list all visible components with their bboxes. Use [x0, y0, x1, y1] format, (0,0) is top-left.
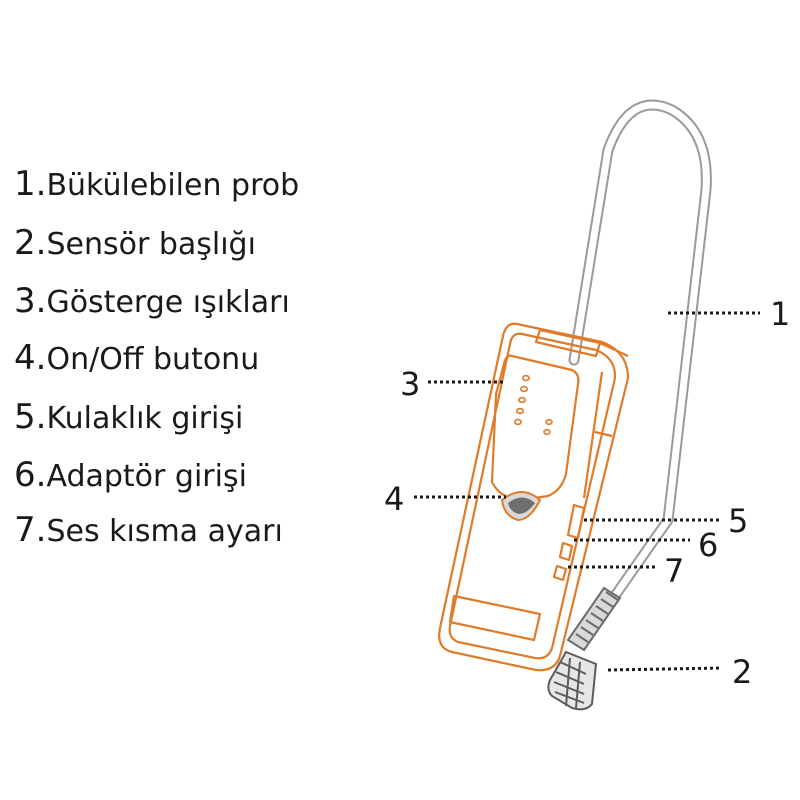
legend-item-7: 7.Ses kısma ayarı — [14, 512, 283, 550]
legend-label: Bükülebilen prob — [46, 168, 300, 203]
legend-label: Sensör başlığı — [46, 227, 256, 262]
legend-item-6: 6.Adaptör girişi — [14, 457, 247, 495]
callout-number-6: 6 — [698, 526, 718, 564]
callout-number-7: 7 — [664, 552, 684, 590]
flexible-probe — [568, 99, 712, 606]
legend-item-4: 4.On/Off butonu — [14, 340, 259, 378]
legend-label: Gösterge ışıkları — [46, 285, 290, 320]
callout-number-3: 3 — [400, 365, 420, 403]
legend-number: 4. — [14, 338, 47, 378]
legend-number: 7. — [14, 510, 47, 550]
callout-number-1: 1 — [770, 295, 790, 333]
indicator-lights — [513, 374, 553, 436]
legend-label: Ses kısma ayarı — [46, 514, 283, 549]
callout-number-5: 5 — [728, 502, 748, 540]
sensor-head — [547, 650, 598, 711]
legend-item-1: 1.Bükülebilen prob — [14, 166, 299, 204]
legend-number: 6. — [14, 455, 47, 495]
callout-number-2: 2 — [732, 653, 752, 691]
power-button — [500, 491, 542, 522]
legend-label: Adaptör girişi — [46, 459, 247, 494]
callout-leaders — [414, 311, 760, 672]
legend-label: Kulaklık girişi — [46, 401, 244, 436]
legend-label: On/Off butonu — [46, 342, 260, 377]
legend-number: 3. — [14, 281, 47, 321]
legend-item-3: 3.Gösterge ışıkları — [14, 283, 290, 321]
legend-number: 5. — [14, 397, 47, 437]
legend-item-5: 5.Kulaklık girişi — [14, 399, 243, 437]
legend-number: 1. — [14, 164, 47, 204]
probe-coil — [566, 586, 622, 652]
legend-number: 2. — [14, 223, 47, 263]
legend-item-2: 2.Sensör başlığı — [14, 225, 256, 263]
callout-number-4: 4 — [384, 480, 404, 518]
